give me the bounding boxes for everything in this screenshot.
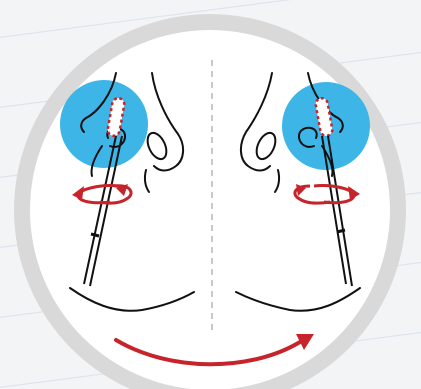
left-nostril-highlight xyxy=(60,80,148,168)
right-swab-breakpoint xyxy=(337,230,345,232)
left-swab-breakpoint xyxy=(91,234,99,236)
